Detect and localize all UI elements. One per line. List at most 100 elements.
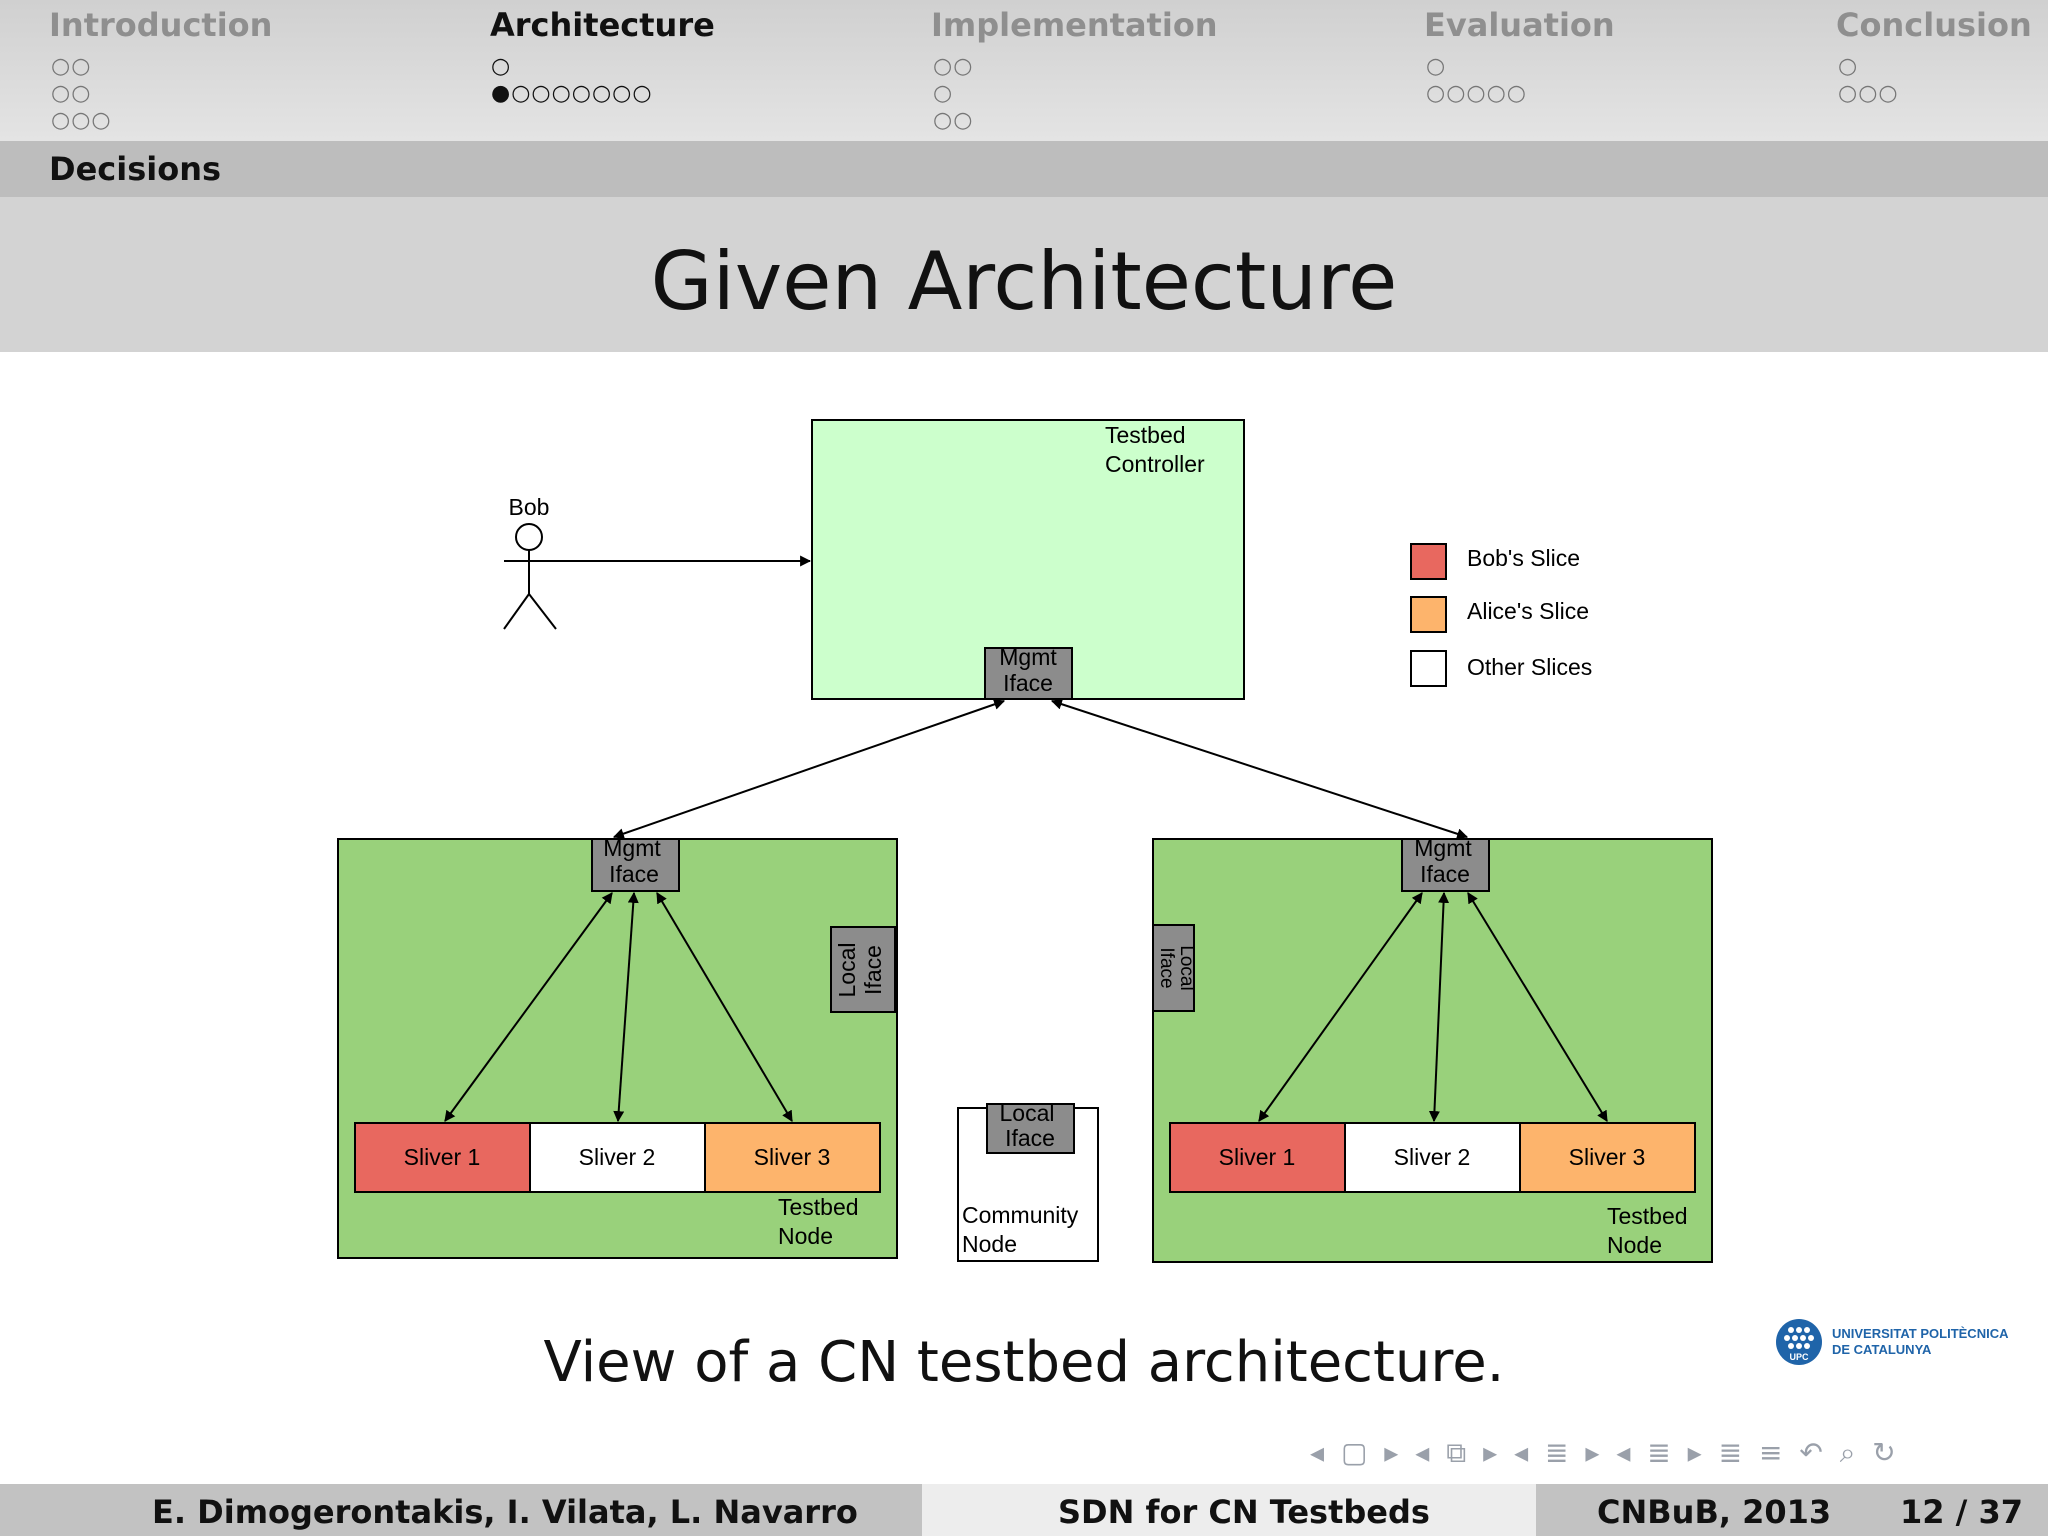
nav-dots-conclusion[interactable]: ○ ○○○ [1838, 53, 1899, 107]
nav-section-architecture[interactable]: Architecture [490, 6, 715, 44]
person-left-leg [503, 593, 530, 630]
nav-dots-row[interactable]: ○○ [51, 54, 92, 79]
mgmt-to-sliver-3-arrow [656, 892, 793, 1122]
testbed-node-box [1152, 838, 1713, 1263]
bob-actor: Bob [503, 494, 557, 630]
subsection-title: Decisions [49, 150, 222, 188]
iface-label: Mgmt [999, 644, 1057, 670]
nav-dots-row[interactable]: ○ [1838, 54, 1859, 79]
footer-page-number: 12 / 37 [1900, 1493, 2024, 1531]
sliver-label: Sliver 2 [579, 1144, 656, 1170]
footer-authors: E. Dimogerontakis, I. Vilata, L. Navarro [152, 1493, 858, 1531]
sliver-2-box [529, 1122, 706, 1193]
person-head-icon [515, 523, 543, 551]
sliver-3-box [704, 1122, 881, 1193]
footer: E. Dimogerontakis, I. Vilata, L. Navarro… [0, 1484, 2048, 1536]
sliver-1-box [354, 1122, 531, 1193]
testbed-node-right: Mgmt Iface Local Iface Sliver 1 Sliver 2… [1152, 835, 1713, 1263]
section-navigation: Introduction Architecture Implementation… [0, 0, 2048, 141]
nav-dots-architecture[interactable]: ○ ●○○○○○○○ [491, 53, 653, 107]
controller-to-left-node-arrow [612, 699, 1006, 839]
node-label-line1: Community [962, 1202, 1079, 1228]
sliver-2-box [1344, 1122, 1521, 1193]
nav-dots-row[interactable]: ○○ [933, 54, 974, 79]
legend-swatch-alices-slice [1410, 596, 1447, 633]
nav-dots-evaluation[interactable]: ○ ○○○○○ [1426, 53, 1527, 107]
nav-dots-row[interactable]: ○ [933, 81, 954, 106]
footer-venue: CNBuB, 2013 [1597, 1493, 1832, 1531]
legend-label: Other Slices [1467, 654, 1592, 680]
nav-dots-implementation[interactable]: ○○ ○ ○○ [933, 53, 973, 134]
iface-label: Iface [1420, 861, 1470, 887]
mgmt-to-sliver-3-arrow [1467, 892, 1608, 1122]
nav-dots-row[interactable]: ○○○ [1838, 81, 1899, 106]
sliver-label: Sliver 3 [754, 1144, 831, 1170]
testbed-node-left: Mgmt Iface Local Iface Sliver 1 Sliver 2… [337, 835, 898, 1259]
nav-dots-row[interactable]: ○○ [933, 108, 974, 133]
controller-label-line2: Controller [1105, 451, 1205, 477]
sliver-label: Sliver 2 [1394, 1144, 1471, 1170]
iface-label: Local [1000, 1100, 1055, 1126]
mgmt-to-sliver-2-arrow [613, 891, 639, 1123]
iface-label: Iface [860, 945, 886, 995]
nav-section-evaluation[interactable]: Evaluation [1424, 6, 1615, 44]
iface-label: Local [834, 943, 860, 998]
nav-section-implementation[interactable]: Implementation [931, 6, 1218, 44]
sliver-1-box [1169, 1122, 1346, 1193]
frame-title: Given Architecture [650, 235, 1398, 328]
local-iface-box [1152, 924, 1195, 1012]
nav-dots-row[interactable]: ○○ [51, 81, 92, 106]
sliver-3-box [1519, 1122, 1696, 1193]
mgmt-iface-box [591, 838, 680, 892]
controller-label-line1: Testbed [1105, 422, 1186, 448]
node-label-line2: Node [1607, 1232, 1662, 1258]
nav-dots-row[interactable]: ○○○ [51, 108, 112, 133]
slice-legend: Bob's Slice Alice's Slice Other Slices [1410, 543, 1592, 687]
upc-logo-line2: DE CATALUNYA [1832, 1342, 1932, 1357]
legend-label: Bob's Slice [1467, 545, 1580, 571]
mgmt-to-sliver-1-arrow [1258, 892, 1423, 1122]
architecture-diagram: Bob Testbed Controller Mgmt Iface Bob's … [337, 419, 1713, 1263]
nav-section-conclusion[interactable]: Conclusion [1836, 6, 2032, 44]
sliver-label: Sliver 1 [404, 1144, 481, 1170]
community-node: Local Iface Community Node [957, 1100, 1099, 1262]
mgmt-to-sliver-2-arrow [1428, 891, 1450, 1123]
footer-title-panel: SDN for CN Testbeds [922, 1484, 1536, 1536]
sliver-label: Sliver 3 [1569, 1144, 1646, 1170]
frame-title-bar: Given Architecture [0, 197, 2048, 352]
subsection-bar: Decisions [0, 141, 2048, 197]
controller-mgmt-iface-box [984, 647, 1073, 700]
iface-label: Local [1176, 945, 1197, 990]
mgmt-to-sliver-1-arrow [444, 892, 613, 1122]
upc-logo-emblem-icon [1776, 1319, 1822, 1365]
iface-label: Mgmt [1414, 835, 1472, 861]
node-label-line1: Testbed [1607, 1203, 1688, 1229]
nav-dots-introduction[interactable]: ○○ ○○ ○○○ [51, 53, 112, 134]
nav-dots-row[interactable]: ●○○○○○○○ [491, 81, 653, 106]
nav-dots-row[interactable]: ○ [1426, 54, 1447, 79]
slide-caption: View of a CN testbed architecture. [543, 1330, 1505, 1395]
footer-venue-panel: CNBuB, 2013 12 / 37 [1536, 1484, 2048, 1536]
nav-section-introduction[interactable]: Introduction [49, 6, 273, 44]
upc-logo: UPC UNIVERSITAT POLITÈCNICA DE CATALUNYA [1776, 1319, 2009, 1365]
footer-short-title: SDN for CN Testbeds [1058, 1493, 1430, 1531]
beamer-navigation-controls[interactable]: ◂ ▢ ▸ ◂ ⧉ ▸ ◂ ≣ ▸ ◂ ≣ ▸ ≣ ≡ ↶ ⌕ ↻ [1310, 1436, 1900, 1469]
actor-label: Bob [509, 494, 550, 520]
person-right-leg [528, 593, 557, 630]
iface-label: Mgmt [603, 835, 661, 861]
sliver-label: Sliver 1 [1219, 1144, 1296, 1170]
node-label-line1: Testbed [778, 1194, 859, 1220]
local-iface-box [986, 1103, 1075, 1154]
node-label-line2: Node [778, 1223, 833, 1249]
iface-label: Iface [1156, 947, 1177, 988]
legend-swatch-other-slices [1410, 650, 1447, 687]
nav-dots-row[interactable]: ○○○○○ [1426, 81, 1527, 106]
legend-swatch-bobs-slice [1410, 543, 1447, 580]
iface-label: Iface [609, 861, 659, 887]
iface-label: Iface [1003, 670, 1053, 696]
iface-label: Iface [1005, 1125, 1055, 1151]
local-iface-box [830, 926, 896, 1013]
nav-dots-row[interactable]: ○ [491, 54, 512, 79]
controller-to-right-node-arrow [1050, 698, 1469, 840]
footer-authors-panel: E. Dimogerontakis, I. Vilata, L. Navarro [0, 1484, 922, 1536]
